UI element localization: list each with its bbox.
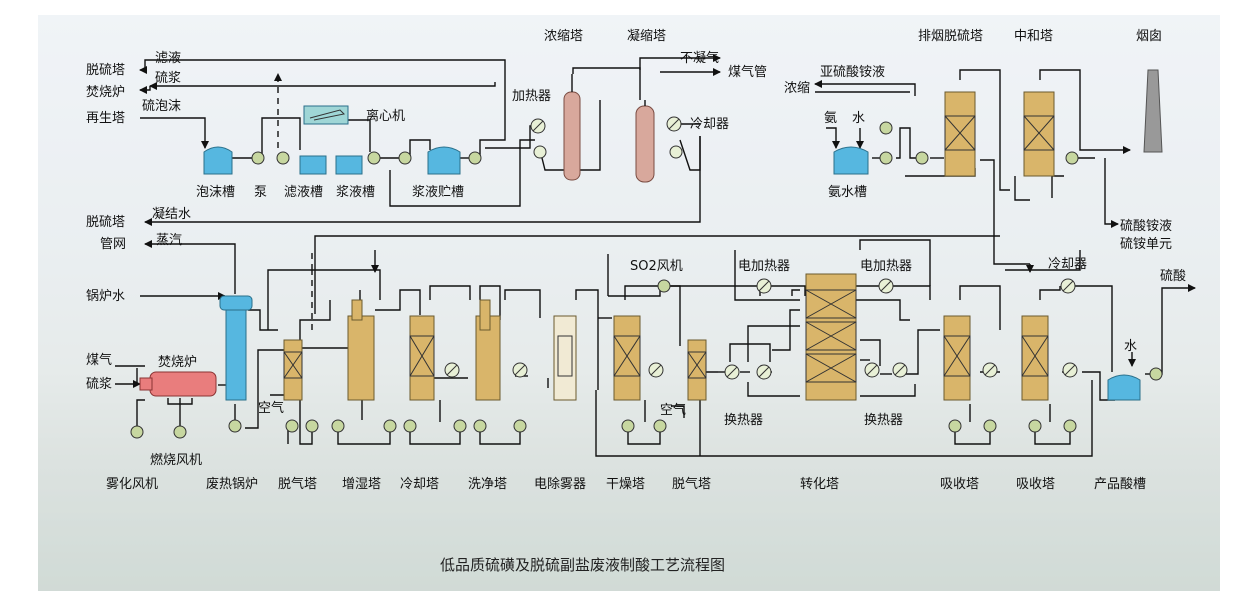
label-degas-tower-1: 脱气塔 <box>278 476 317 492</box>
label-centrifuge: 离心机 <box>366 108 405 124</box>
label-electric-heater-1: 电加热器 <box>738 259 790 274</box>
label-combustion-fan: 燃烧风机 <box>150 452 202 468</box>
label-absorption-tower-1: 吸收塔 <box>940 477 979 492</box>
label-heater: 加热器 <box>512 89 551 104</box>
label-boiler-water: 锅炉水 <box>86 288 125 304</box>
label-electric-heater-2: 电加热器 <box>860 259 912 274</box>
label-steam: 蒸汽 <box>156 233 182 248</box>
ammonia-tank-shape <box>833 146 869 175</box>
label-humidify-tower: 增湿塔 <box>342 477 381 492</box>
label-cooler-2: 冷却器 <box>1048 257 1087 272</box>
label-cooling-tower: 冷却塔 <box>400 477 439 492</box>
label-incinerator: 焚烧炉 <box>158 355 197 370</box>
condensation-tower-shape <box>635 105 655 183</box>
slurry-tank-shape <box>335 155 363 175</box>
cooling-tower-shape <box>409 315 435 401</box>
label-condensate: 凝结水 <box>152 206 191 222</box>
label-slurry-tank: 浆液槽 <box>336 185 375 200</box>
label-desulf-tower-1: 脱硫塔 <box>86 63 125 78</box>
filtrate-tank-shape <box>299 155 327 175</box>
label-water-1: 水 <box>852 111 865 126</box>
label-filtrate: 滤液 <box>155 51 181 66</box>
neutral-tower-shape <box>1023 91 1055 177</box>
label-slurry-storage: 浆液贮槽 <box>412 185 464 200</box>
absorption-tower-1-shape <box>943 315 971 401</box>
humidify-tower-shape <box>347 315 375 401</box>
electrostatic-demister-shape <box>553 315 577 401</box>
equipment <box>139 69 1163 401</box>
label-sulfur-slurry-2: 硫浆 <box>86 377 112 392</box>
label-concentrate: 浓缩 <box>784 80 810 96</box>
slurry-storage-shape <box>427 146 461 175</box>
label-cooler-1: 冷却器 <box>690 117 729 132</box>
absorption-tower-2-shape <box>1021 315 1049 401</box>
label-incinerator-out: 焚烧炉 <box>86 85 125 100</box>
flue-desulf-tower-shape <box>944 91 976 177</box>
label-filtrate-tank: 滤液槽 <box>284 185 323 200</box>
label-conversion-tower: 转化塔 <box>800 477 839 492</box>
labels: 脱硫塔 滤液 硫浆 焚烧炉 再生塔 硫泡沫 离心机 泡沫槽 泵 滤液槽 浆液槽 … <box>86 28 1186 574</box>
label-gas: 煤气 <box>86 352 112 368</box>
label-heat-exchanger-1: 换热器 <box>724 413 763 428</box>
label-drying-tower: 干燥塔 <box>606 477 645 492</box>
label-non-condensable: 不凝气 <box>680 50 719 66</box>
label-air-1: 空气 <box>258 400 284 416</box>
label-electrostatic-demister: 电除雾器 <box>534 477 586 492</box>
label-ammonia-tank: 氨水槽 <box>828 185 867 200</box>
label-desulf-tower-2: 脱硫塔 <box>86 215 125 230</box>
label-condensation-tower: 凝缩塔 <box>627 28 666 44</box>
degas-tower-1-shape <box>283 339 303 401</box>
label-heat-exchanger-2: 换热器 <box>864 413 903 428</box>
label-ammonium-sulfite: 亚硫酸铵液 <box>820 65 885 80</box>
label-pipe-network: 管网 <box>100 237 126 252</box>
label-sulfur-slurry: 硫浆 <box>155 71 181 86</box>
label-absorption-tower-2: 吸收塔 <box>1016 477 1055 492</box>
label-regen-tower: 再生塔 <box>86 111 125 126</box>
incinerator-shape <box>149 371 217 397</box>
label-ammonia: 氨 <box>824 111 837 126</box>
label-water-2: 水 <box>1124 339 1137 354</box>
label-washing-tower: 洗净塔 <box>468 477 507 492</box>
label-air-2: 空气 <box>660 402 686 418</box>
label-ammonium-unit: 硫铵单元 <box>1120 237 1172 252</box>
foam-tank-shape <box>203 146 233 175</box>
chimney-shape <box>1143 69 1163 153</box>
conversion-tower-shape <box>805 273 857 401</box>
drying-tower-shape <box>613 315 641 401</box>
label-sulfuric-acid: 硫酸 <box>1160 269 1186 284</box>
label-so2-fan: SO2风机 <box>630 259 683 274</box>
pumps-and-exchangers <box>130 116 1163 439</box>
label-concentration-tower: 浓缩塔 <box>544 28 583 44</box>
label-chimney: 烟囱 <box>1136 29 1162 44</box>
concentration-tower-shape <box>563 91 581 181</box>
label-neutral-tower: 中和塔 <box>1014 29 1053 44</box>
label-waste-heat-boiler: 废热锅炉 <box>206 476 258 492</box>
top-piping <box>139 54 1131 314</box>
label-product-acid-tank: 产品酸槽 <box>1094 477 1146 492</box>
label-degas-tower-2: 脱气塔 <box>672 476 711 492</box>
waste-heat-boiler-shape <box>225 309 247 401</box>
product-acid-tank-shape <box>1107 374 1141 401</box>
label-ammonium-sulfate: 硫酸铵液 <box>1120 219 1172 234</box>
label-gas-pipe: 煤气管 <box>728 64 767 80</box>
label-foam-tank: 泡沫槽 <box>196 185 235 200</box>
degas-tower-2-shape <box>687 339 707 401</box>
label-sulfur-foam: 硫泡沫 <box>142 99 181 114</box>
label-flue-desulf-tower: 排烟脱硫塔 <box>918 29 983 44</box>
diagram-title: 低品质硫磺及脱硫副盐废液制酸工艺流程图 <box>440 556 725 574</box>
label-atomizing-fan: 雾化风机 <box>106 477 158 492</box>
label-pump: 泵 <box>254 185 267 200</box>
